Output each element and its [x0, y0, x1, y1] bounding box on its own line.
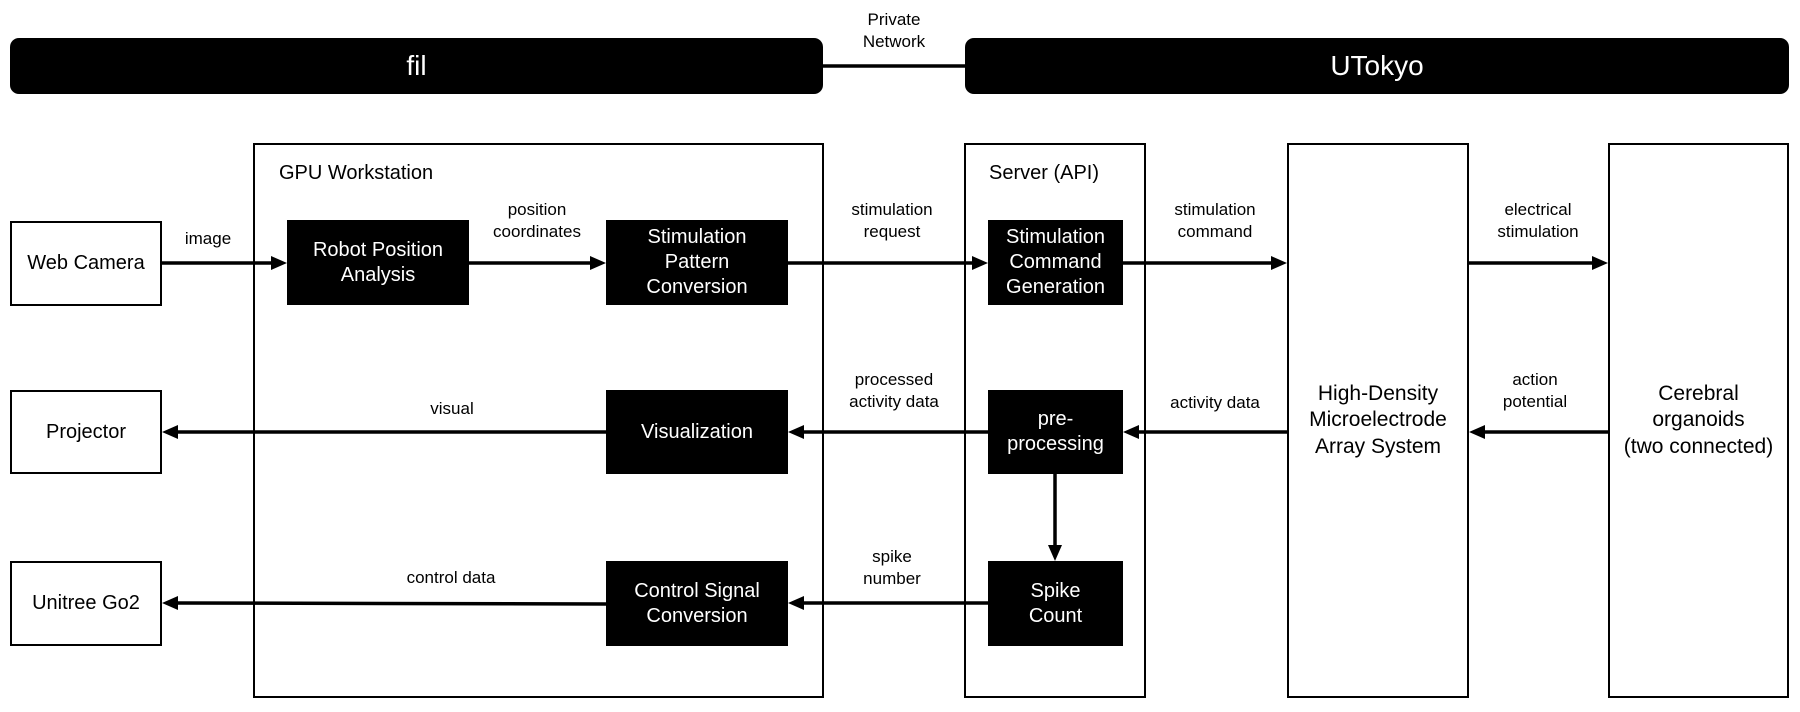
- robot-position-analysis-block: Robot Position Analysis: [287, 220, 469, 305]
- stimulation-pattern-conversion-label: Stimulation Pattern Conversion: [646, 226, 748, 298]
- fil-banner-label: fil: [406, 50, 427, 81]
- arrowhead-stimulation-command: [1271, 256, 1287, 270]
- arrowhead-electrical-stimulation: [1592, 256, 1608, 270]
- server-title: Server (API): [989, 162, 1100, 184]
- cerebral-organoids-box: Cerebral organoids (two connected): [1608, 143, 1789, 698]
- mea-system-box: High-Density Microelectrode Array System: [1287, 143, 1469, 698]
- arrow-control-data: [176, 601, 607, 606]
- control-signal-conversion-block: Control Signal Conversion: [606, 561, 788, 646]
- edge-label-visual: visual: [430, 399, 474, 418]
- edge-label-activity-data: activity data: [1170, 393, 1260, 412]
- edge-label-position-coordinates: position coordinates: [493, 200, 581, 242]
- spike-count-block: Spike Count: [988, 561, 1123, 646]
- gpu-workstation-title: GPU Workstation: [279, 162, 434, 184]
- stimulation-command-generation-label: Stimulation Command Generation: [1006, 226, 1105, 298]
- web-camera-box: Web Camera: [10, 221, 162, 306]
- unitree-go2-box: Unitree Go2: [10, 561, 162, 646]
- visualization-label: Visualization: [641, 420, 753, 443]
- edge-label-control-data: control data: [406, 568, 496, 587]
- fil-banner: fil: [10, 38, 823, 94]
- arrowhead-processed-activity-data: [788, 425, 804, 439]
- mea-system-label: High-Density Microelectrode Array System: [1309, 382, 1447, 458]
- projector-box: Projector: [10, 390, 162, 474]
- arrowhead-preprocessing-to-spike-count: [1048, 545, 1062, 561]
- stimulation-pattern-conversion-block: Stimulation Pattern Conversion: [606, 220, 788, 305]
- arrowhead-position-coordinates: [590, 256, 606, 270]
- private-network-label: Private Network: [862, 10, 926, 52]
- unitree-go2-label: Unitree Go2: [32, 592, 140, 614]
- arrowhead-stimulation-request: [972, 256, 988, 270]
- edge-label-stimulation-command: stimulation command: [1174, 200, 1256, 242]
- arrowhead-activity-data: [1123, 425, 1139, 439]
- arrowhead-image: [271, 256, 287, 270]
- edge-label-electrical-stimulation: electrical stimulation: [1497, 200, 1579, 242]
- web-camera-label: Web Camera: [27, 252, 145, 274]
- visualization-block: Visualization: [606, 390, 788, 474]
- stimulation-command-generation-block: Stimulation Command Generation: [988, 220, 1123, 305]
- edge-label-processed-activity-data: processed activity data: [849, 370, 939, 412]
- edge-label-spike-number: spike number: [863, 547, 921, 589]
- edge-label-action-potential: action potential: [1502, 370, 1568, 412]
- utokyo-banner-label: UTokyo: [1330, 50, 1424, 81]
- projector-label: Projector: [45, 420, 127, 443]
- spike-count-label: Spike Count: [1028, 579, 1083, 627]
- preprocessing-block: pre- processing: [988, 390, 1123, 474]
- utokyo-banner: UTokyo: [965, 38, 1789, 94]
- arrowhead-visual: [162, 425, 178, 439]
- cerebral-organoids-label: Cerebral organoids (two connected): [1623, 382, 1774, 458]
- preprocessing-label: pre- processing: [1007, 408, 1104, 455]
- robot-position-analysis-label: Robot Position Analysis: [312, 238, 444, 286]
- edge-label-image: image: [184, 229, 232, 248]
- control-signal-conversion-label: Control Signal Conversion: [634, 579, 760, 627]
- arrowhead-spike-number: [788, 596, 804, 610]
- arrowhead-control-data: [162, 596, 178, 610]
- arrowhead-action-potential: [1469, 425, 1485, 439]
- edge-label-stimulation-request: stimulation request: [851, 200, 933, 242]
